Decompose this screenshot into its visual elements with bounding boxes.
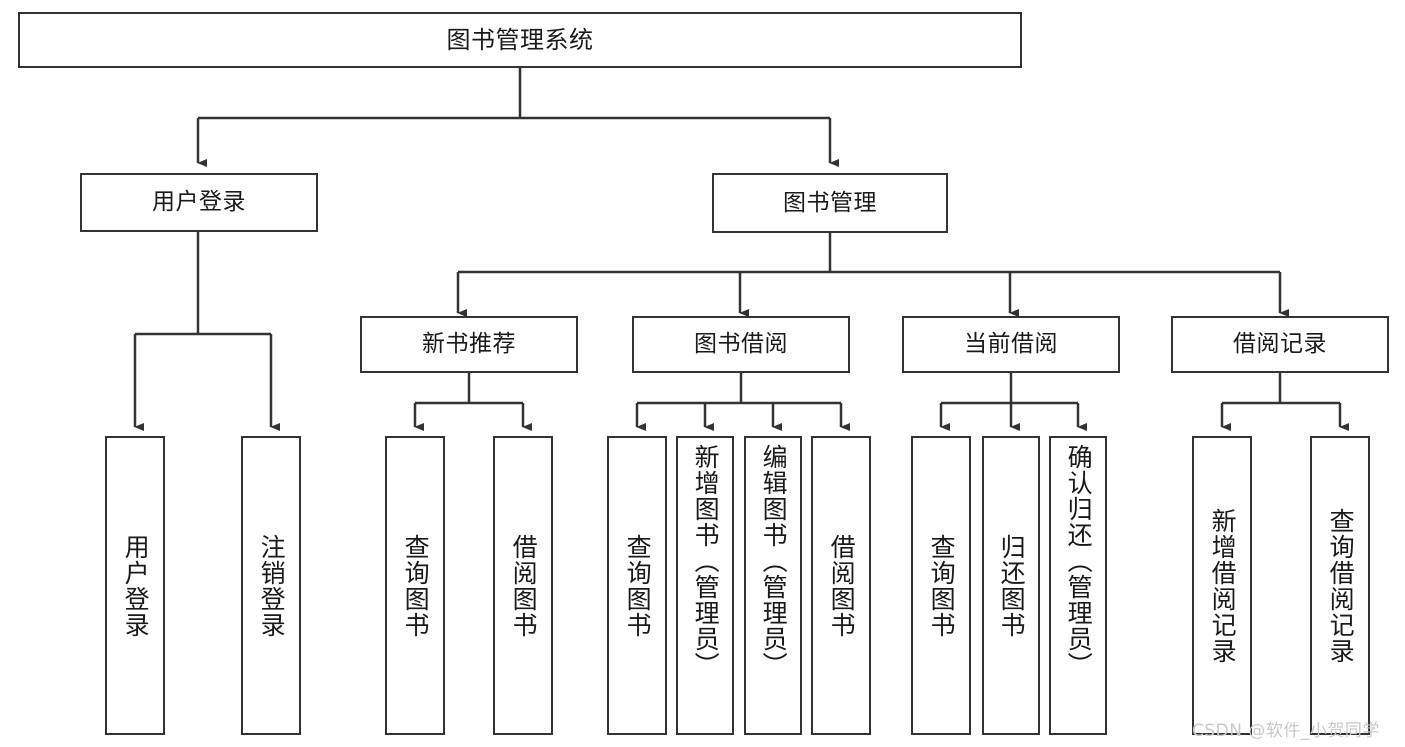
node-label: 注销登录 — [257, 533, 287, 638]
leaf-query-borrow-record[interactable]: 查询借阅记录 — [1310, 436, 1370, 735]
node-borrow-records[interactable]: 借阅记录 — [1171, 316, 1389, 373]
node-book-management[interactable]: 图书管理 — [712, 173, 948, 233]
leaf-query-book-current[interactable]: 查询图书 — [911, 436, 971, 735]
node-user-login[interactable]: 用户登录 — [80, 173, 318, 232]
leaf-query-book-borrow[interactable]: 查询图书 — [607, 436, 667, 735]
node-label: 查询图书 — [623, 533, 653, 638]
leaf-borrow-book[interactable]: 借阅图书 — [811, 436, 871, 735]
node-label: 新增图书（管理员） — [691, 444, 721, 678]
node-label: 新增借阅记录 — [1208, 507, 1238, 664]
node-label: 用户登录 — [121, 533, 151, 638]
node-current-borrow[interactable]: 当前借阅 — [902, 316, 1120, 373]
leaf-edit-book-admin[interactable]: 编辑图书（管理员） — [744, 436, 802, 735]
node-label: 编辑图书（管理员） — [759, 444, 789, 678]
leaf-query-book-recommend[interactable]: 查询图书 — [385, 436, 445, 735]
node-label: 借阅记录 — [1233, 331, 1327, 357]
node-label: 图书管理 — [783, 189, 877, 216]
node-root[interactable]: 图书管理系统 — [18, 12, 1022, 68]
leaf-add-borrow-record[interactable]: 新增借阅记录 — [1192, 436, 1252, 735]
node-label: 查询图书 — [927, 533, 957, 638]
node-label: 借阅图书 — [509, 533, 539, 638]
node-label: 当前借阅 — [964, 331, 1058, 357]
node-label: 图书借阅 — [694, 331, 788, 357]
node-label: 用户登录 — [152, 189, 246, 215]
csdn-watermark: CSDN @软件_小贺同学 — [1192, 721, 1380, 741]
node-new-book-recommend[interactable]: 新书推荐 — [360, 316, 578, 373]
leaf-borrow-book-recommend[interactable]: 借阅图书 — [493, 436, 553, 735]
leaf-logout[interactable]: 注销登录 — [241, 436, 301, 735]
leaf-return-book[interactable]: 归还图书 — [982, 436, 1040, 735]
leaf-user-login[interactable]: 用户登录 — [105, 436, 165, 735]
node-label: 归还图书 — [997, 533, 1027, 638]
node-label: 新书推荐 — [422, 331, 516, 357]
leaf-add-book-admin[interactable]: 新增图书（管理员） — [676, 436, 734, 735]
node-label: 查询图书 — [401, 533, 431, 638]
node-label: 查询借阅记录 — [1326, 507, 1356, 664]
node-label: 确认归还（管理员） — [1064, 444, 1094, 678]
node-label: 借阅图书 — [827, 533, 857, 638]
node-label: 图书管理系统 — [446, 26, 594, 54]
node-book-borrow[interactable]: 图书借阅 — [632, 316, 850, 373]
leaf-confirm-return-admin[interactable]: 确认归还（管理员） — [1049, 436, 1107, 735]
